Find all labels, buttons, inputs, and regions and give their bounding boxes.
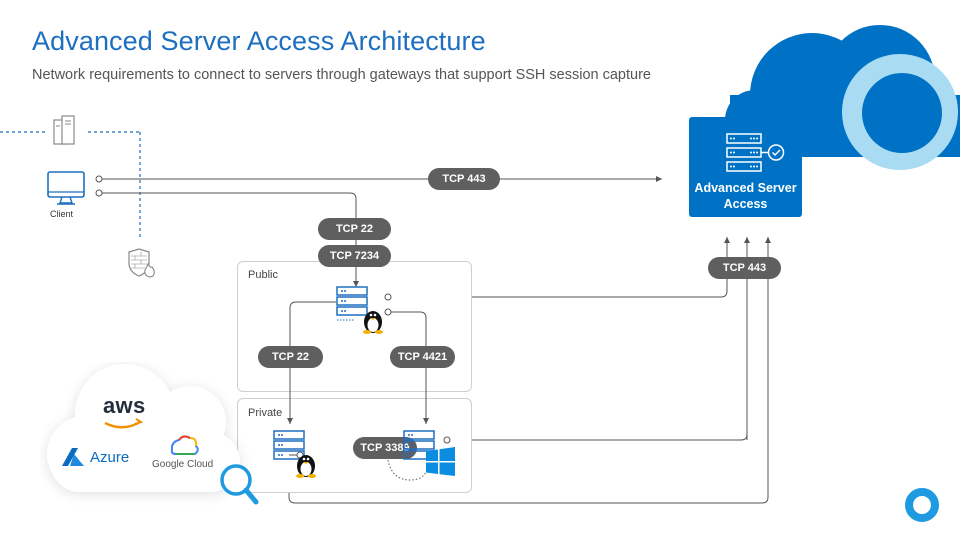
monitor-icon [47,171,85,205]
private-linux-server-icon [273,430,316,478]
ring-logo-icon [905,488,939,522]
google-cloud-icon [170,435,199,455]
asa-label-line2: Access [723,197,768,211]
line-client-to-gateway [102,192,359,287]
magnifier-icon [220,464,259,505]
server-rack-icon [53,115,75,145]
asa-server-check-icon [726,133,785,172]
port-client-1 [95,175,103,183]
pill-tcp3389: TCP 3389 [353,437,417,459]
google-cloud-logo-text: Google Cloud [152,459,214,470]
asa-label: Advanced Server Access [689,180,802,212]
asa-label-line1: Advanced Server [694,181,797,195]
cloud-providers-graphic [47,364,259,505]
linux-tux-icon [296,455,316,478]
gateway-linux-server-icon [336,286,383,334]
linux-tux-icon [363,311,383,334]
pill-tcp22-internal: TCP 22 [258,346,323,368]
line-gateway-to-asa [391,280,728,298]
check-circle-icon [767,144,785,161]
pill-tcp22-top: TCP 22 [318,218,391,240]
windows-logo-icon [426,447,455,476]
network-dashed-lines [0,131,141,240]
azure-logo-icon [62,448,84,466]
page-title: Advanced Server Access Architecture [32,26,486,56]
windows-server-icon [403,430,455,476]
line-linux-to-asa [288,455,769,504]
client-label: Client [50,209,74,219]
page-subtitle: Network requirements to connect to serve… [32,67,651,83]
private-zone-label: Private [248,407,283,419]
pill-client-asa-tcp443: TCP 443 [428,168,500,190]
pill-tcp7234: TCP 7234 [318,245,391,267]
asa-service-box: Advanced Server Access [689,117,802,217]
azure-logo-text: Azure [90,449,130,466]
public-zone-label: Public [248,269,278,281]
firewall-shield-icon [128,248,155,278]
port-client-2 [95,189,103,197]
pill-tcp4421: TCP 4421 [390,346,455,368]
line-windows-to-asa [450,420,748,441]
pill-servers-asa-tcp443: TCP 443 [708,257,781,279]
aws-logo-text: aws [103,393,146,418]
